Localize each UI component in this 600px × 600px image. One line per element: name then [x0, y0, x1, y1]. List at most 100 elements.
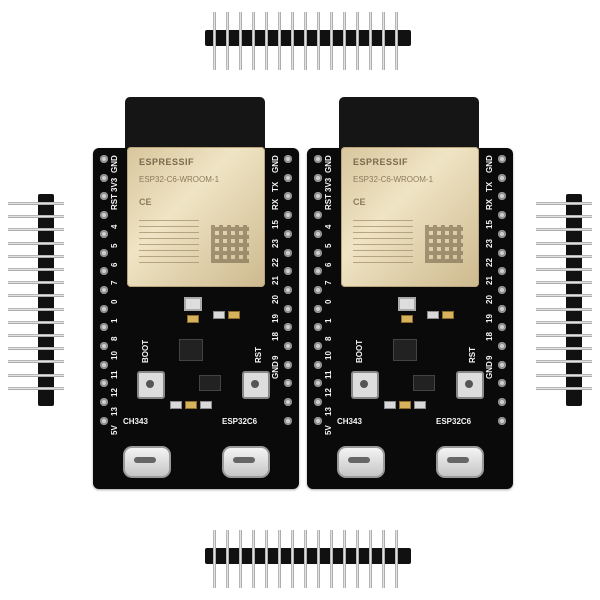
pin-hole	[284, 398, 292, 407]
header-pin	[8, 254, 64, 258]
smd-component	[414, 401, 426, 409]
pin-label-left: 13	[110, 407, 119, 417]
pin-hole	[314, 285, 322, 294]
pin-label-left: GND	[110, 155, 119, 173]
pin-hole	[314, 379, 322, 388]
pin-hole	[498, 323, 506, 332]
header-pin	[536, 241, 592, 245]
pin-label-right: RX	[485, 199, 494, 211]
header-pin	[330, 530, 333, 588]
usb-c-port[interactable]	[123, 446, 171, 478]
pin-hole	[314, 416, 322, 425]
usb-c-port[interactable]	[222, 446, 270, 478]
pin-label-left: 5	[110, 243, 119, 248]
header-pin	[536, 386, 592, 390]
header-housing	[205, 30, 411, 46]
module-model: ESP32-C6-WROOM-1	[353, 175, 434, 184]
header-pin	[536, 215, 592, 219]
smd-component	[187, 315, 199, 323]
header-pin	[8, 241, 64, 245]
header-pin	[226, 12, 229, 70]
module-model: ESP32-C6-WROOM-1	[139, 175, 220, 184]
module-logo: ESPRESSIF	[353, 157, 409, 167]
header-pin	[278, 530, 281, 588]
pin-label-left: 13	[324, 407, 333, 417]
pin-label-left: 6	[324, 262, 333, 267]
pin-label-right: 15	[271, 220, 280, 230]
pin-hole	[314, 211, 322, 220]
pin-hole	[100, 398, 108, 407]
module-fine-print	[353, 219, 413, 263]
pin-label-left: 7	[110, 280, 119, 286]
pin-label-right: 20	[485, 294, 494, 304]
pin-header-right	[536, 194, 592, 406]
header-pin	[536, 360, 592, 364]
pin-hole	[100, 323, 108, 332]
esp32-module: ESPRESSIF ESP32-C6-WROOM-1 CE	[127, 147, 265, 287]
pin-hole	[284, 248, 292, 257]
header-pin	[382, 530, 385, 588]
pin-hole	[498, 360, 506, 369]
pin-label-left: 3V3	[324, 177, 333, 192]
reset-button[interactable]	[456, 371, 484, 399]
pin-label-left: 0	[324, 299, 333, 304]
pin-label-left: 1	[110, 318, 119, 323]
qr-code	[425, 225, 463, 263]
pin-hole	[314, 155, 322, 163]
pin-hole	[314, 360, 322, 369]
header-pin	[8, 360, 64, 364]
pin-hole	[284, 229, 292, 238]
status-led	[184, 297, 202, 311]
pin-label-left: RST	[110, 194, 119, 211]
pin-hole	[100, 379, 108, 388]
boot-label: BOOT	[141, 339, 150, 363]
header-pin	[536, 294, 592, 298]
header-pin	[8, 307, 64, 311]
pin-label-left: 10	[110, 351, 119, 360]
header-pin	[330, 12, 333, 70]
header-pin	[8, 334, 64, 337]
smd-component	[228, 311, 240, 319]
pin-hole	[498, 192, 506, 201]
pin-hole	[100, 155, 108, 163]
pin-hole	[100, 248, 108, 257]
pin-label-right: 19	[485, 313, 494, 323]
smd-component	[200, 401, 212, 409]
pin-label-left: RST	[324, 194, 333, 211]
pin-hole	[284, 211, 292, 220]
pin-label-right: TX	[485, 181, 494, 192]
boot-button[interactable]	[351, 371, 379, 399]
pin-label-left: 11	[110, 370, 119, 379]
header-pin	[8, 202, 64, 205]
pin-hole	[284, 304, 292, 313]
pin-hole	[100, 229, 108, 238]
pin-header-top	[205, 12, 411, 70]
qr-code	[211, 225, 249, 263]
smd-component	[170, 401, 182, 409]
header-pin	[536, 373, 592, 377]
smd-component	[384, 401, 396, 409]
pin-label-left: 11	[324, 370, 333, 379]
pin-label-right: GND	[271, 155, 280, 173]
pin-label-right: 21	[271, 276, 280, 286]
ce-mark: CE	[353, 197, 366, 207]
header-pin	[536, 281, 592, 285]
pin-hole	[498, 379, 506, 388]
usb-c-port[interactable]	[436, 446, 484, 478]
reset-button[interactable]	[242, 371, 270, 399]
pin-header-bottom	[205, 530, 411, 588]
pin-label-right: 21	[485, 276, 494, 286]
pin-hole	[100, 173, 108, 182]
pin-label-left: 3V3	[110, 177, 119, 192]
boot-button[interactable]	[137, 371, 165, 399]
pin-hole	[100, 285, 108, 294]
header-pin	[536, 347, 592, 351]
pin-hole	[314, 342, 322, 350]
pin-hole	[100, 267, 108, 276]
regulator-chip	[413, 375, 435, 391]
usb-c-port[interactable]	[337, 446, 385, 478]
pin-hole	[100, 304, 108, 313]
pin-label-left: 8	[110, 336, 119, 342]
header-pin	[343, 530, 346, 588]
pin-label-right: 20	[271, 294, 280, 304]
